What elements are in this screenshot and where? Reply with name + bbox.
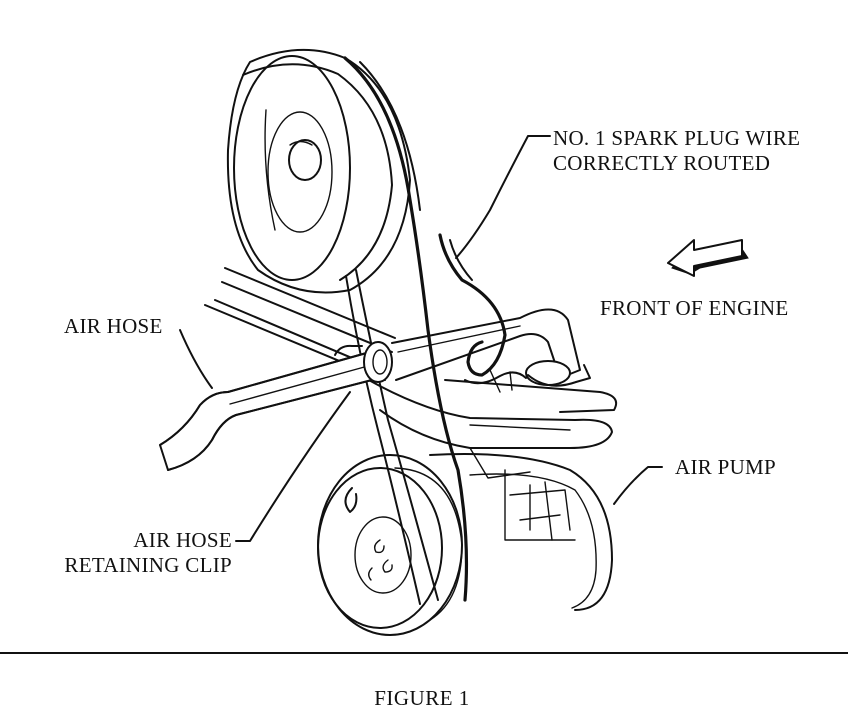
air-hose-label: AIR HOSE bbox=[64, 314, 163, 338]
spark-plug-wire-label-line1: NO. 1 SPARK PLUG WIRE bbox=[553, 126, 800, 150]
front-of-engine-label: FRONT OF ENGINE bbox=[600, 296, 788, 320]
retaining-clip bbox=[334, 308, 591, 393]
front-arrow-icon bbox=[667, 239, 749, 277]
air-hose bbox=[159, 351, 373, 471]
air-pump-label: AIR PUMP bbox=[675, 455, 776, 479]
air-pump-pulley bbox=[317, 454, 463, 636]
drive-belt bbox=[343, 56, 469, 605]
spark-plug-wire-label-line2: CORRECTLY ROUTED bbox=[553, 151, 770, 175]
air-pump-body bbox=[429, 453, 613, 611]
figure-caption: FIGURE 1 bbox=[374, 686, 470, 710]
spark-plug-wire bbox=[438, 233, 507, 377]
retaining-clip-label-line1: AIR HOSE bbox=[133, 528, 232, 552]
upper-pulley bbox=[226, 48, 411, 294]
retaining-clip-label-line2: RETAINING CLIP bbox=[64, 553, 232, 577]
leader-lines bbox=[179, 135, 663, 542]
